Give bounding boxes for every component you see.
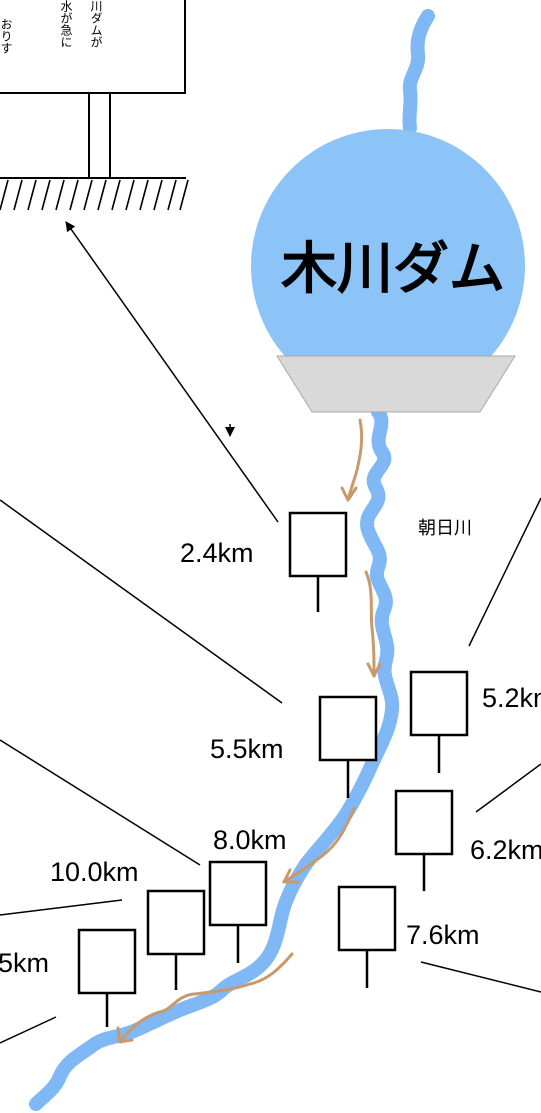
marker-5-2km: 5.2km: [409, 670, 541, 773]
flow-arrow-2-head: [366, 662, 382, 678]
connector-lines: [0, 221, 541, 1044]
marker-sign: [77, 928, 137, 995]
marker-8-0km: 8.0km: [208, 825, 287, 963]
dam-name: 木川ダム: [281, 237, 505, 302]
river-downstream: [29, 405, 400, 1111]
reservoir-circle: [251, 129, 525, 403]
marker-10-0km: 10.0km: [50, 857, 206, 990]
marker-sign: [318, 695, 378, 762]
marker-sign: [208, 860, 268, 927]
marker-label: 5km: [0, 948, 49, 978]
flow-arrows: [116, 418, 382, 1044]
marker-label: 5.2km: [482, 683, 541, 713]
connector-line-5-2km: [468, 497, 541, 647]
marker-sign: [337, 885, 397, 952]
connector-line-7-6km: [420, 961, 541, 993]
marker-label: 10.0km: [50, 857, 139, 887]
flow-arrow-4: [118, 952, 294, 1044]
dam: 木川ダム: [251, 129, 525, 413]
connector-line-8-0km: [0, 739, 201, 866]
connector-line-5-5km: [0, 499, 283, 704]
connector-arrow-to-sign: [65, 221, 279, 523]
marker-2-4km: 2.4km: [180, 511, 348, 612]
marker-6-2km: 6.2km: [394, 789, 541, 891]
dam-base: [276, 355, 516, 413]
flow-arrow-3: [282, 806, 356, 884]
signboard-panel: [0, 0, 186, 94]
river-name: 朝日川: [418, 518, 472, 539]
signboard-text-col-3: おりす: [0, 18, 13, 54]
flow-arrow-2: [364, 570, 376, 678]
signboard-text-col-2: 水が急に: [59, 0, 73, 48]
marker-label: 6.2km: [470, 835, 541, 865]
flow-arrow-1: [346, 418, 364, 502]
flow-arrow-1-head: [340, 486, 358, 502]
marker-label: 2.4km: [180, 538, 254, 568]
marker-sign: [288, 511, 348, 578]
marker-sign: [146, 889, 206, 956]
river-upstream: [402, 9, 435, 135]
marker-7-6km: 7.6km: [337, 885, 480, 988]
marker-5km: 5km: [0, 928, 137, 1027]
flow-arrow-3-head: [282, 868, 300, 884]
marker-5-5km: 5.5km: [210, 695, 378, 798]
marker-label: 5.5km: [210, 734, 284, 764]
connector-line-bottom: [0, 1016, 57, 1044]
connector-line-6-2km: [475, 763, 541, 813]
marker-label: 7.6km: [406, 920, 480, 950]
marker-label: 8.0km: [213, 825, 287, 855]
marker-sign: [394, 789, 454, 856]
river: [29, 9, 435, 1111]
flow-arrow-4-head: [116, 1026, 134, 1044]
marker-sign: [409, 670, 469, 737]
connector-line-10-0km: [0, 899, 123, 916]
signboard-text-col-1: 川ダムが: [89, 0, 103, 48]
ground-hatching: [0, 179, 189, 211]
warning-signboard: 川ダムが 水が急に おりす: [0, 0, 189, 211]
